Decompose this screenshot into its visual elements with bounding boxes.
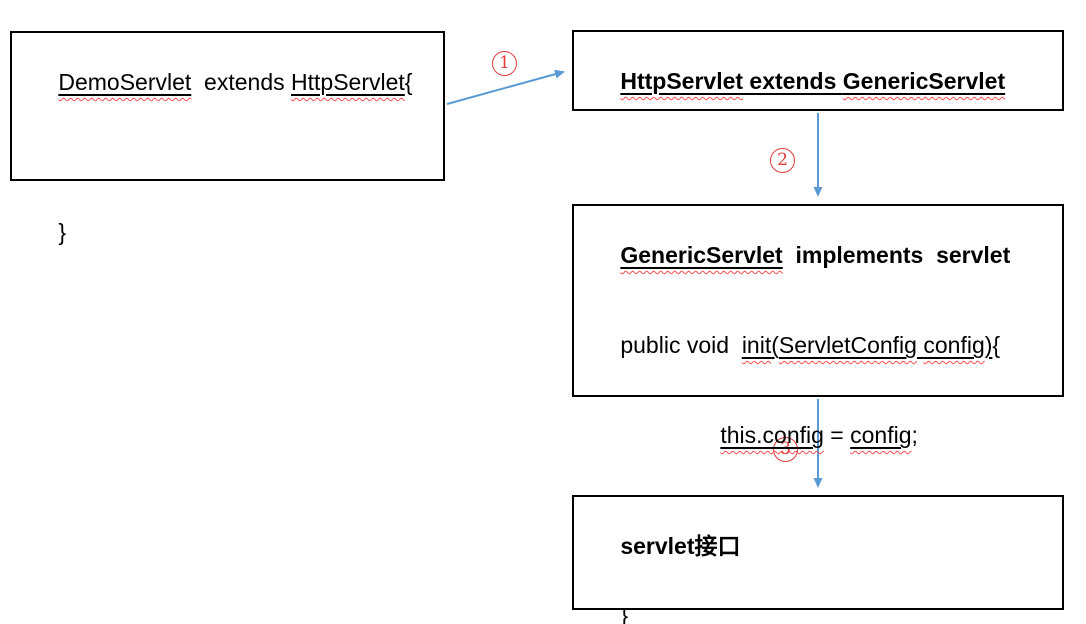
declaration-underlined: HttpServlet extends GenericServlet	[620, 68, 1005, 94]
semicolon: ;	[911, 422, 918, 448]
assignment-lhs: this.config	[720, 422, 824, 448]
assignment-rhs-decorated: config	[850, 422, 911, 448]
assignment-lhs-decorated: this.config	[720, 422, 824, 448]
http-servlet-box: HttpServlet extends GenericServlet	[572, 30, 1064, 111]
class-name: GenericServlet	[620, 242, 783, 268]
servlet-interface-box: servlet接口 public void init(ServletConfig…	[572, 495, 1064, 624]
open-paren: (	[771, 332, 779, 358]
open-brace: {	[404, 69, 413, 95]
demo-servlet-close-brace-line: }	[20, 187, 435, 277]
blank-line	[20, 127, 435, 187]
class-name: HttpServlet	[620, 68, 744, 94]
extends-keyword: extends	[191, 69, 292, 95]
http-servlet-declaration-line: HttpServlet extends GenericServlet	[582, 36, 1054, 126]
step-2-badge: 2	[770, 148, 795, 173]
close-paren: )	[984, 332, 993, 358]
class-name: DemoServlet	[58, 69, 192, 95]
super-class-decorated: HttpServlet	[291, 69, 405, 95]
class-name-decorated: GenericServlet	[620, 242, 782, 268]
init-config-method-line: public void init(ServletConfig config){	[582, 300, 1054, 390]
method-signature-prefix: public void	[620, 332, 742, 358]
generic-servlet-box: GenericServlet implements servlet public…	[572, 204, 1064, 624]
assignment-operator: =	[823, 422, 851, 448]
param-name: config	[923, 332, 985, 358]
close-brace: }	[58, 219, 67, 245]
init-config-method-line: public void init(ServletConfig config){	[582, 591, 1054, 624]
method-name: init	[741, 332, 772, 358]
config-assignment-line: this.config = config;	[582, 390, 1054, 480]
interface-name: servlet	[936, 242, 1011, 268]
generic-servlet-close-brace-line: }	[582, 570, 1054, 624]
implements-keyword: implements	[782, 242, 937, 268]
servlet-interface-title-line: servlet接口	[582, 501, 1054, 591]
param-type: ServletConfig	[778, 332, 917, 358]
open-brace: {	[992, 332, 1001, 358]
interface-title: servlet接口	[620, 533, 741, 559]
demo-servlet-box: DemoServlet extends HttpServlet{ }	[10, 31, 445, 245]
arrow-demo-to-http	[446, 69, 565, 105]
method-signature-underlined: init(ServletConfig config)	[742, 332, 993, 358]
generic-servlet-declaration-line: GenericServlet implements servlet	[582, 210, 1054, 300]
close-brace: }	[620, 602, 629, 624]
step-3-badge: 3	[773, 437, 798, 462]
demo-servlet-declaration-line: DemoServlet extends HttpServlet{	[20, 37, 435, 127]
super-class: GenericServlet	[842, 68, 1006, 94]
extends-keyword: extends	[743, 68, 843, 94]
assignment-rhs: config	[850, 422, 912, 448]
class-name-decorated: DemoServlet	[58, 69, 191, 95]
super-class: HttpServlet	[291, 69, 405, 95]
step-1-badge: 1	[492, 51, 517, 76]
